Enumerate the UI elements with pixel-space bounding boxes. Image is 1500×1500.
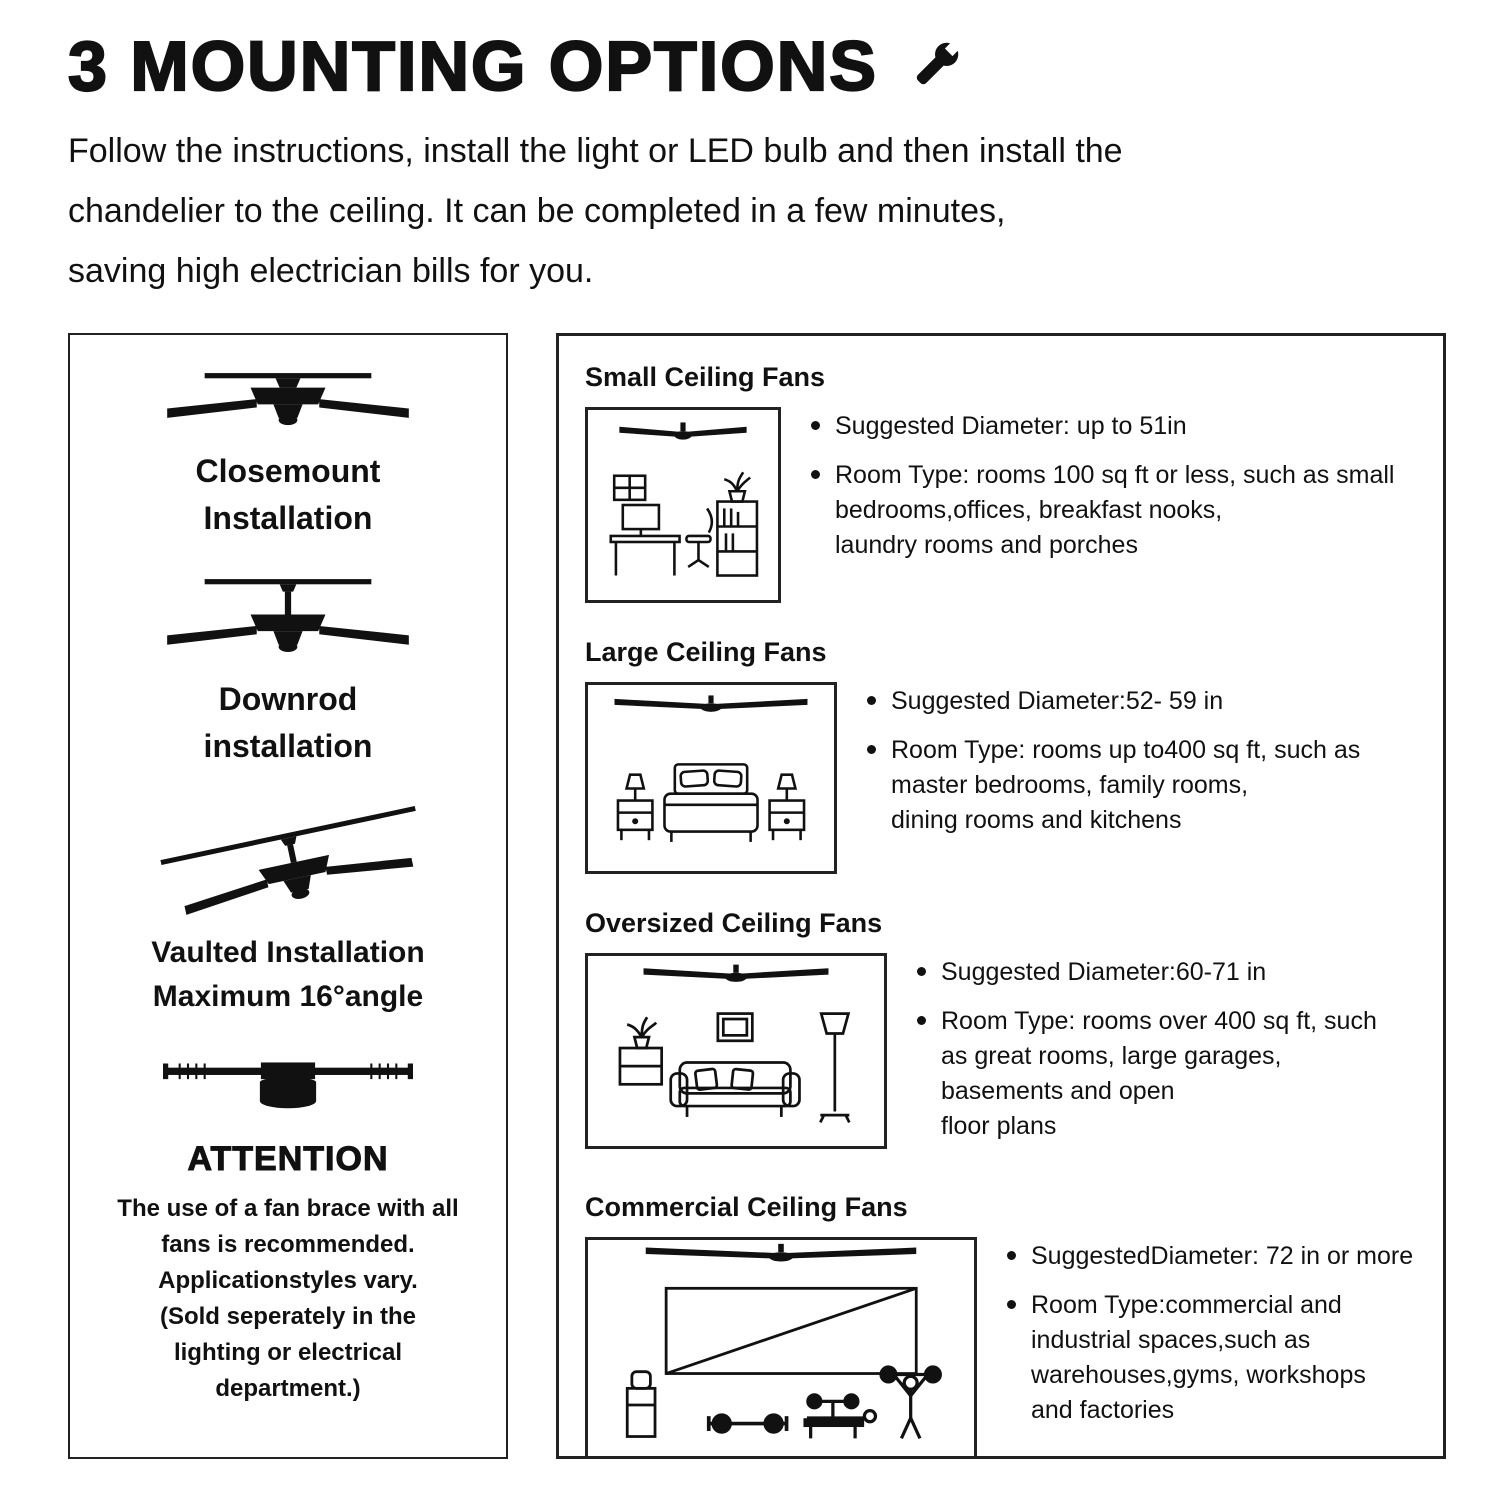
wrench-icon (916, 40, 961, 85)
section-oversized-fans: Oversized Ceiling Fans (585, 908, 1419, 1158)
bullet-item: Room Type: rooms 100 sq ft or less, such… (811, 458, 1395, 563)
bullet-dot (867, 696, 876, 706)
bullet-item: Room Type: rooms over 400 sq ft, such as… (917, 1004, 1377, 1144)
bullet-dot (1007, 1300, 1016, 1310)
attention-body: The use of a fan brace with all fans is … (117, 1194, 459, 1402)
commercial-fans-bullets: SuggestedDiameter: 72 in or more Room Ty… (1007, 1237, 1413, 1442)
gym-drawing (625, 1243, 942, 1439)
small-room-drawing (609, 422, 759, 578)
vaulted-label: Vaulted Installation Maximum 16°angle (151, 935, 425, 1013)
bedroom-drawing (614, 695, 808, 843)
small-fans-bullets: Suggested Diameter: up to 51in Room Type… (811, 407, 1395, 577)
section-title: Oversized Ceiling Fans (585, 908, 883, 939)
downrod-label: Downrod installation (203, 680, 373, 765)
bullet-dot (1007, 1251, 1016, 1261)
bullet-item: Suggested Diameter:60-71 in (917, 955, 1377, 990)
section-small-fans: Small Ceiling Fans (585, 362, 1419, 604)
bedroom-illustration (585, 682, 837, 875)
bullet-item: Suggested Diameter:52- 59 in (867, 684, 1360, 719)
vaulted-fan-icon (160, 805, 416, 915)
fan-brace-icon (163, 1062, 413, 1109)
section-large-fans: Large Ceiling Fans (585, 637, 1419, 875)
bullet-dot (867, 745, 876, 755)
living-room-drawing (618, 964, 851, 1123)
bullet-dot (917, 967, 926, 977)
header: 3 MOUNTING OPTIONS Follow the instructio… (67, 26, 1446, 301)
intro-text: Follow the instructions, install the lig… (68, 132, 1123, 290)
downrod-fan-icon (167, 578, 409, 652)
closemount-fan-icon (167, 373, 409, 426)
section-commercial-fans: Commercial Ceiling Fans (585, 1192, 1419, 1460)
living-room-illustration (585, 953, 887, 1150)
bullet-item: SuggestedDiameter: 72 in or more (1007, 1239, 1413, 1274)
bullet-dot (811, 470, 820, 480)
small-room-illustration (585, 407, 781, 604)
section-title: Commercial Ceiling Fans (585, 1192, 908, 1223)
closemount-label: Closemount Installation (195, 452, 381, 537)
section-title: Small Ceiling Fans (585, 362, 826, 393)
large-fans-bullets: Suggested Diameter:52- 59 in Room Type: … (867, 682, 1360, 852)
bullet-dot (917, 1016, 926, 1026)
bullet-dot (811, 421, 820, 431)
gym-illustration (585, 1237, 977, 1460)
page-title: 3 MOUNTING OPTIONS (67, 26, 878, 106)
section-title: Large Ceiling Fans (585, 637, 827, 668)
fan-size-guide-panel: Small Ceiling Fans (556, 333, 1446, 1460)
bullet-item: Room Type:commercial and industrial spac… (1007, 1288, 1413, 1428)
mounting-options-panel: Closemount Installation Downrod installa… (68, 333, 508, 1460)
bullet-item: Room Type: rooms up to400 sq ft, such as… (867, 733, 1360, 838)
attention-title: ATTENTION (187, 1139, 389, 1178)
bullet-item: Suggested Diameter: up to 51in (811, 409, 1395, 444)
oversized-fans-bullets: Suggested Diameter:60-71 in Room Type: r… (917, 953, 1377, 1158)
